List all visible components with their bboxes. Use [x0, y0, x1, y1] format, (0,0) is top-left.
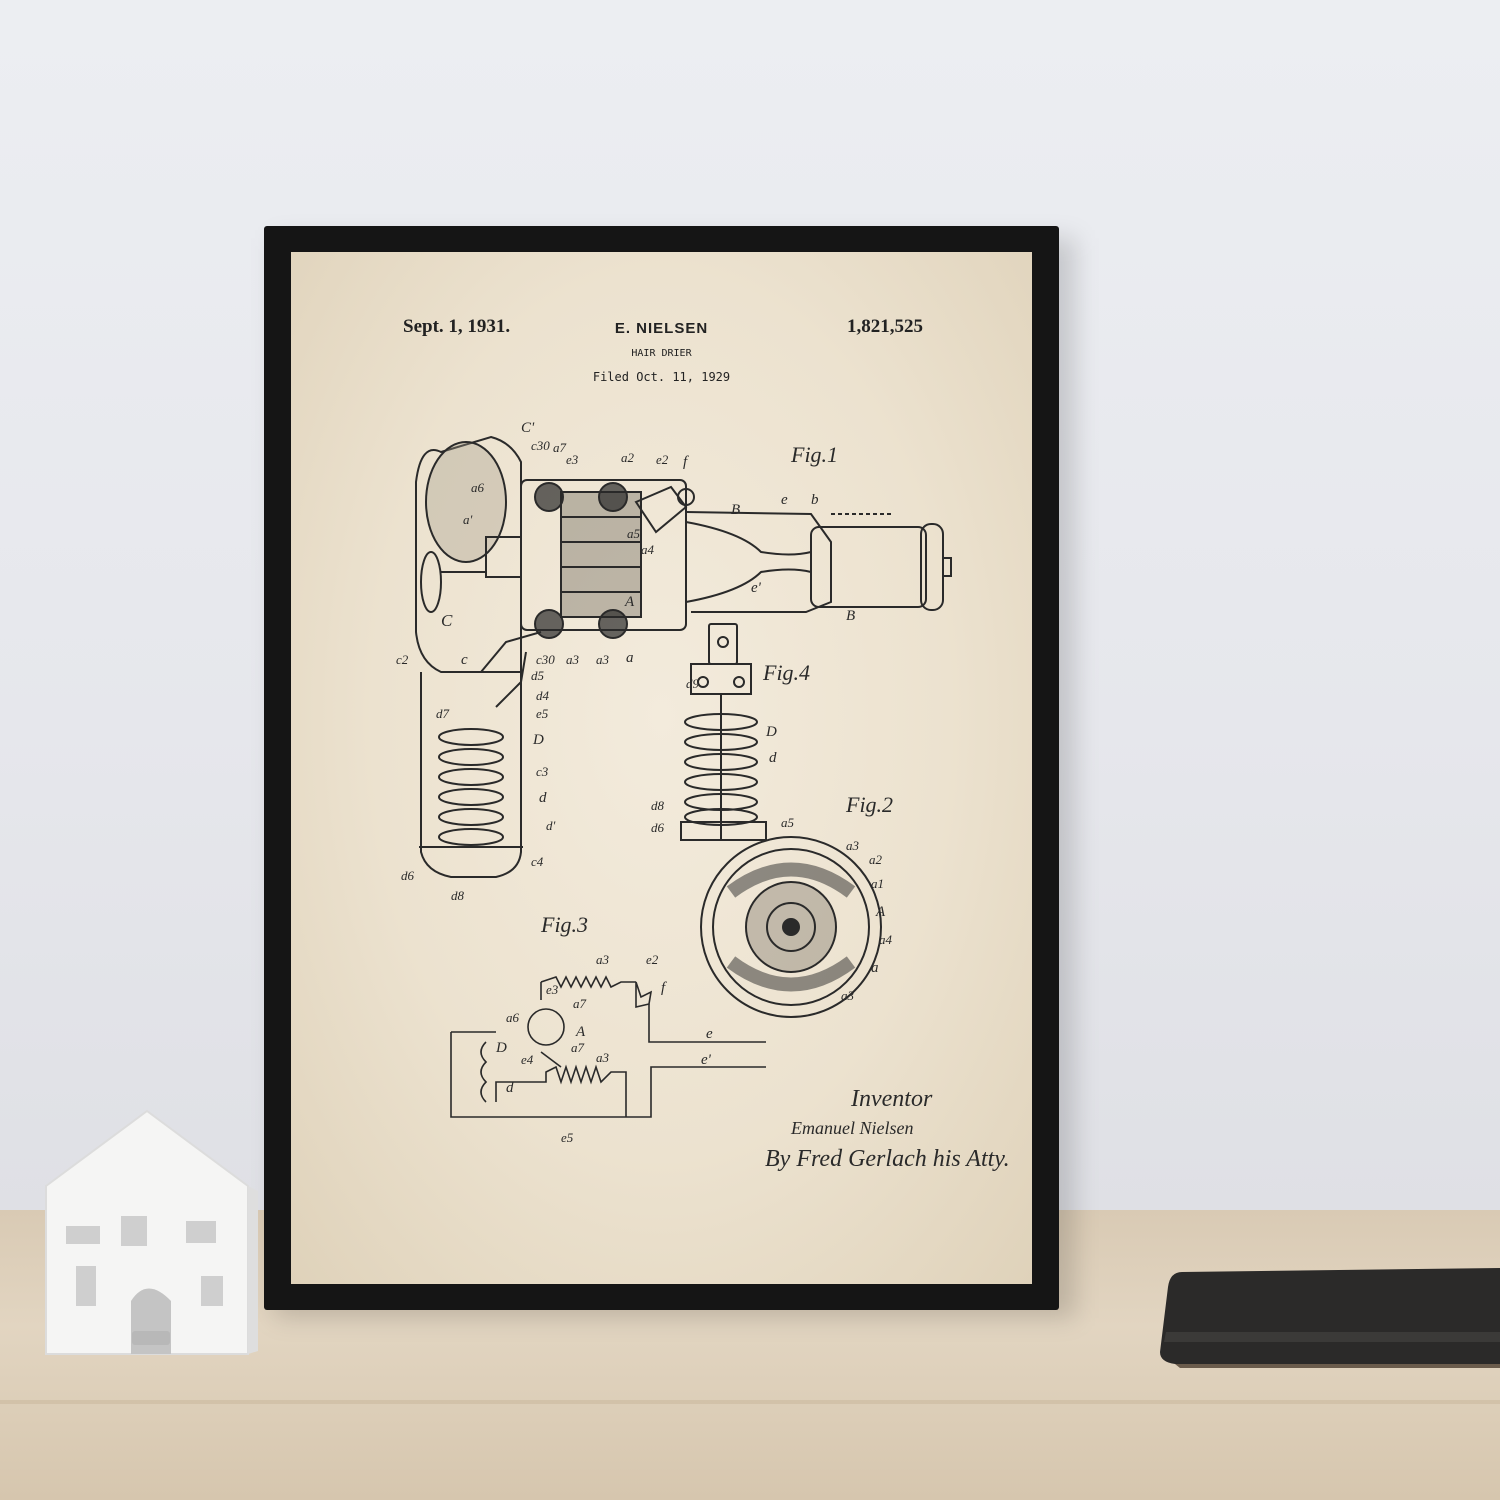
label-fig3-a-upper: A — [575, 1024, 586, 1040]
patent-date: Sept. 1, 1931. — [403, 316, 511, 337]
label-b-upper: B — [731, 502, 740, 518]
label-fig3-a3: a3 — [596, 952, 610, 967]
label-fig2-a3: a3 — [846, 838, 860, 853]
patent-inventor: E. NIELSEN — [614, 320, 709, 337]
fig3-label: Fig.3 — [540, 912, 588, 937]
label-e-prime: e' — [751, 580, 762, 596]
label-e2: e2 — [656, 452, 669, 467]
patent-filed-date: Filed Oct. 11, 1929 — [592, 370, 731, 384]
label-fig2-a: a — [871, 960, 879, 976]
label-fig3-e5: e5 — [561, 1130, 574, 1145]
label-c2: c2 — [396, 652, 409, 667]
label-a3: a3 — [566, 652, 580, 667]
fig4-label: Fig.4 — [762, 660, 810, 685]
label-c4: c4 — [531, 854, 544, 869]
label-fig4-d6: d6 — [651, 820, 665, 835]
fig3-circuit-schematic — [450, 975, 766, 1118]
label-c: c — [461, 652, 468, 668]
label-d-upper: D — [532, 732, 544, 748]
label-e5: e5 — [536, 706, 549, 721]
label-fig2-a2: a2 — [869, 852, 883, 867]
fig4-heating-element — [680, 623, 767, 841]
label-c30-lower: c30 — [536, 652, 555, 667]
patent-drawing: Fig.1 Fig.4 Fig.2 Fig.3 C' c30 a7 e3 a2 … — [396, 420, 952, 1145]
label-fig3-a6: a6 — [506, 1010, 520, 1025]
label-fig3-a3-lower: a3 — [596, 1050, 610, 1065]
fig2-cross-section — [700, 836, 882, 1018]
label-d-prime: d' — [546, 818, 556, 833]
patent-title: HAIR DRIER — [631, 348, 692, 359]
label-fig2-a5: a5 — [781, 815, 795, 830]
label-a3-second: a3 — [596, 652, 610, 667]
label-fig4-d9: d9 — [686, 676, 700, 691]
inventor-signature: Emanuel Nielsen — [791, 1118, 914, 1138]
label-d6: d6 — [401, 868, 415, 883]
label-b: b — [811, 492, 819, 508]
label-e3: e3 — [566, 452, 579, 467]
label-a-prime: a' — [463, 512, 473, 527]
label-f: f — [683, 454, 689, 470]
closed-laptop — [1160, 1268, 1500, 1368]
label-fig2-a3-lower: a3 — [841, 988, 855, 1003]
label-d5: d5 — [531, 668, 545, 683]
label-fig3-e4: e4 — [521, 1052, 534, 1067]
label-fig3-e-prime: e' — [701, 1052, 712, 1068]
label-c30: c30 — [531, 438, 550, 453]
label-fig3-f: f — [661, 980, 667, 996]
shelf-edge — [0, 1400, 1500, 1404]
label-fig4-d-upper: D — [765, 724, 777, 740]
label-a-upper: A — [624, 594, 635, 610]
label-fig3-d-upper: D — [495, 1040, 507, 1056]
label-b-lower: B — [846, 608, 855, 624]
part-labels: Fig.1 Fig.4 Fig.2 Fig.3 C' c30 a7 e3 a2 … — [396, 420, 893, 1145]
fig1-dryer — [415, 435, 952, 878]
label-fig2-a4: a4 — [879, 932, 893, 947]
label-d8: d8 — [451, 888, 465, 903]
label-fig3-e2: e2 — [646, 952, 659, 967]
inventor-label: Inventor — [851, 1086, 933, 1112]
label-c-prime: C' — [521, 420, 535, 436]
patent-number: 1,821,525 — [847, 316, 923, 337]
label-fig2-a-upper: A — [875, 904, 886, 920]
label-a7: a7 — [553, 440, 567, 455]
label-c-upper: C — [441, 611, 453, 630]
label-fig3-d: d — [506, 1080, 514, 1096]
label-a2: a2 — [621, 450, 635, 465]
label-e: e — [781, 492, 788, 508]
label-a6: a6 — [471, 480, 485, 495]
label-d7: d7 — [436, 706, 450, 721]
label-fig4-d: d — [769, 750, 777, 766]
attorney-signature: By Fred Gerlach his Atty. — [765, 1146, 1010, 1172]
fig1-label: Fig.1 — [790, 442, 838, 467]
label-a: a — [626, 650, 634, 666]
ceramic-house-decoration — [45, 1109, 258, 1355]
patent-poster: Sept. 1, 1931. 1,821,525 E. NIELSEN HAIR… — [291, 252, 1032, 1284]
label-d4: d4 — [536, 688, 550, 703]
label-fig2-a1: a1 — [871, 876, 884, 891]
label-fig3-a7: a7 — [573, 996, 587, 1011]
label-d: d — [539, 790, 547, 806]
label-fig3-e: e — [706, 1026, 713, 1042]
fig2-label: Fig.2 — [845, 792, 893, 817]
label-fig3-e3: e3 — [546, 982, 559, 997]
label-fig3-a7-lower: a7 — [571, 1040, 585, 1055]
label-a5: a5 — [627, 526, 641, 541]
label-c3: c3 — [536, 764, 549, 779]
label-fig4-d8: d8 — [651, 798, 665, 813]
fig1-heating-coil — [438, 728, 504, 846]
label-a4: a4 — [641, 542, 655, 557]
